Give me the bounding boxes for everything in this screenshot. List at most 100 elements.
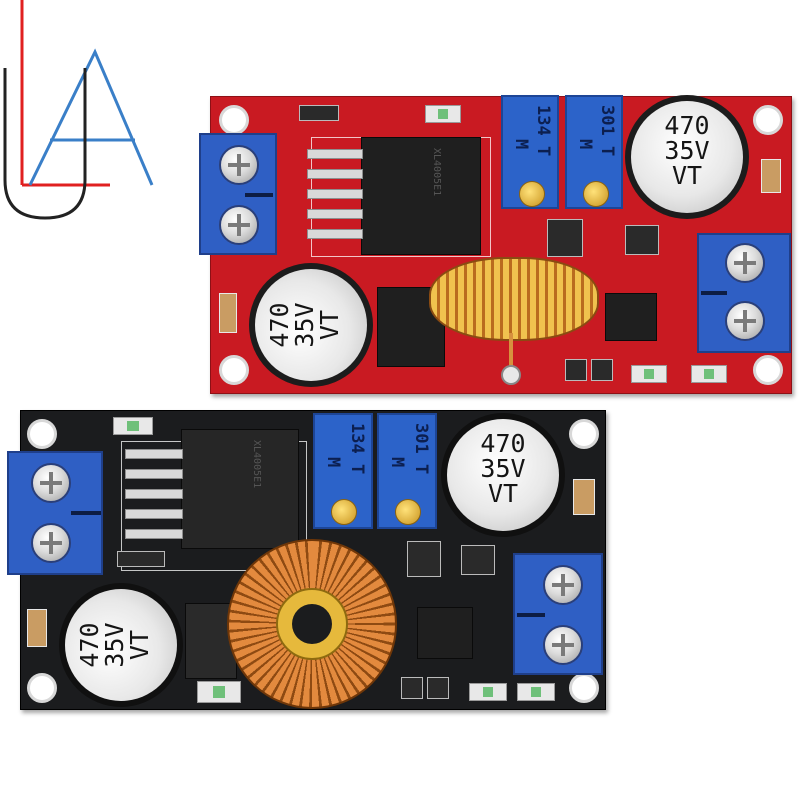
toroid-core xyxy=(276,588,348,660)
smd-pad xyxy=(197,681,241,703)
mount-hole xyxy=(753,355,783,385)
adjust-screw-icon[interactable] xyxy=(331,499,357,525)
mount-hole xyxy=(569,419,599,449)
toroidal-inductor xyxy=(429,257,599,341)
toroidal-inductor xyxy=(227,539,397,709)
screw-icon[interactable] xyxy=(543,565,583,605)
smd-resistor xyxy=(117,551,165,567)
control-ic xyxy=(605,293,657,341)
electrolytic-capacitor: 470 35V VT xyxy=(59,583,183,707)
ua-logo xyxy=(3,0,154,220)
ic-marking: XL4005E1 xyxy=(251,440,262,489)
capacitor-series: VT xyxy=(125,629,154,661)
pot-sub-label: M xyxy=(387,457,407,468)
adjust-screw-icon[interactable] xyxy=(583,181,609,207)
smd-resistor xyxy=(565,359,587,381)
input-terminal-block[interactable] xyxy=(199,133,277,255)
mount-hole xyxy=(569,673,599,703)
capacitor-voltage: 35V xyxy=(664,136,710,165)
capacitor-value: 470 xyxy=(75,622,104,668)
smd-resistor xyxy=(401,677,423,699)
status-led xyxy=(425,105,461,123)
black-pcb-board: XL4005E1 134 T M 301 T M 470 35V VT 470 … xyxy=(7,410,606,710)
screw-icon[interactable] xyxy=(725,243,765,283)
pot-label: 134 T xyxy=(347,423,367,475)
screw-icon[interactable] xyxy=(219,205,259,245)
screw-icon[interactable] xyxy=(31,463,71,503)
terminal-divider xyxy=(517,613,545,617)
capacitor-voltage: 35V xyxy=(100,622,129,668)
status-led xyxy=(691,365,727,383)
adjust-screw-icon[interactable] xyxy=(519,181,545,207)
ic-pin xyxy=(125,489,183,499)
inductor-lead xyxy=(509,333,513,369)
status-led xyxy=(469,683,507,701)
output-terminal-block[interactable] xyxy=(513,553,603,675)
ic-pin xyxy=(307,229,363,239)
potentiometer-a[interactable]: 134 T M xyxy=(501,95,559,209)
ic-pin xyxy=(125,509,183,519)
potentiometer-a[interactable]: 134 T M xyxy=(313,413,373,529)
smd-capacitor xyxy=(219,293,237,333)
pot-sub-label: M xyxy=(511,139,531,150)
terminal-divider xyxy=(71,511,101,515)
potentiometer-b[interactable]: 301 T M xyxy=(377,413,437,529)
terminal-divider xyxy=(701,291,727,295)
regulator-ic: XL4005E1 xyxy=(181,429,299,549)
capacitor-series: VT xyxy=(315,309,344,341)
capacitor-value: 470 xyxy=(265,302,294,348)
regulator-ic: XL4005E1 xyxy=(361,137,481,255)
inductor-pad xyxy=(501,365,521,385)
ic-pin xyxy=(307,209,363,219)
electrolytic-capacitor: 470 35V VT xyxy=(249,263,373,387)
smd-capacitor xyxy=(761,159,781,193)
pot-sub-label: M xyxy=(323,457,343,468)
transistor xyxy=(625,225,659,255)
terminal-divider xyxy=(245,193,273,197)
ic-pin xyxy=(307,149,363,159)
ic-marking: XL4005E1 xyxy=(431,148,442,197)
capacitor-value: 470 xyxy=(480,429,526,458)
toroid-center xyxy=(292,604,332,644)
transistor xyxy=(547,219,583,257)
smd-resistor xyxy=(427,677,449,699)
red-pcb-board: XL4005E1 134 T M 301 T M 470 35V VT 470 … xyxy=(199,95,792,394)
ic-pin xyxy=(125,529,183,539)
transistor xyxy=(461,545,495,575)
logo-black-u xyxy=(3,68,87,220)
mount-hole xyxy=(753,105,783,135)
smd-capacitor xyxy=(573,479,595,515)
ic-pin xyxy=(125,449,183,459)
pot-sub-label: M xyxy=(575,139,595,150)
capacitor-top: 470 35V VT xyxy=(255,269,367,381)
mount-hole xyxy=(27,419,57,449)
screw-icon[interactable] xyxy=(543,625,583,665)
pot-label: 301 T xyxy=(597,105,617,157)
status-led xyxy=(631,365,667,383)
capacitor-top: 470 35V VT xyxy=(631,101,743,213)
screw-icon[interactable] xyxy=(725,301,765,341)
input-terminal-block[interactable] xyxy=(7,451,103,575)
capacitor-series: VT xyxy=(671,161,703,190)
electrolytic-capacitor: 470 35V VT xyxy=(625,95,749,219)
smd-resistor xyxy=(299,105,339,121)
ic-pin xyxy=(307,169,363,179)
potentiometer-b[interactable]: 301 T M xyxy=(565,95,623,209)
adjust-screw-icon[interactable] xyxy=(395,499,421,525)
capacitor-series: VT xyxy=(487,479,519,508)
capacitor-voltage: 35V xyxy=(290,302,319,348)
output-terminal-block[interactable] xyxy=(697,233,791,353)
mount-hole xyxy=(27,673,57,703)
status-led xyxy=(517,683,555,701)
logo-blue-a xyxy=(28,48,154,186)
mount-hole xyxy=(219,105,249,135)
screw-icon[interactable] xyxy=(31,523,71,563)
control-ic xyxy=(417,607,473,659)
mount-hole xyxy=(219,355,249,385)
transistor xyxy=(407,541,441,577)
smd-capacitor xyxy=(27,609,47,647)
ic-pin xyxy=(125,469,183,479)
pot-label: 134 T xyxy=(533,105,553,157)
screw-icon[interactable] xyxy=(219,145,259,185)
status-led xyxy=(113,417,153,435)
